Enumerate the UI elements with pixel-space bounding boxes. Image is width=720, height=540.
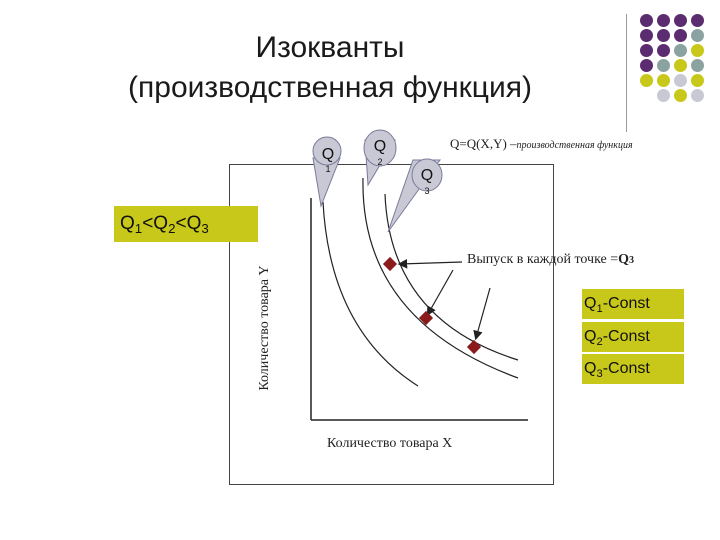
output-q: Q (618, 252, 630, 267)
decor-dot (640, 14, 653, 27)
decor-dot (657, 44, 670, 57)
callout-q2-letter: Q (373, 138, 387, 155)
decor-dot (640, 74, 653, 87)
const-q2-text: -Const (602, 328, 650, 345)
function-description: производственная функция (516, 140, 633, 151)
const-q2-sub: 2 (596, 336, 603, 348)
arrow-point-2 (426, 269, 454, 317)
callout-q2-sub: 2 (377, 157, 383, 167)
decor-dot (691, 89, 704, 102)
x-axis-label: Количество товара X (327, 436, 453, 451)
isoquant-point-1 (382, 256, 398, 272)
decor-dot (657, 74, 670, 87)
ineq-q2: <Q (142, 213, 169, 234)
ineq-q1: Q (120, 213, 135, 234)
callout-q1-bubble (312, 136, 342, 166)
output-sub: 3 (629, 255, 635, 266)
ineq-q3: <Q (175, 213, 202, 234)
decor-dot (657, 29, 670, 42)
decor-dot (657, 89, 670, 102)
const-q1-letter: Q (584, 295, 597, 312)
isoquant-q3-curve (384, 193, 519, 361)
callout-q3-bubble (411, 158, 443, 192)
production-function-label: Q=Q(X,Y) –производственная функция (450, 136, 633, 152)
decor-dot (674, 89, 687, 102)
decor-divider (626, 14, 627, 132)
decor-dot (640, 44, 653, 57)
const-box-q1: Q1-Const (582, 289, 684, 319)
decor-dot (674, 14, 687, 27)
const-box-q3: Q3-Const (582, 354, 684, 384)
const-q3-letter: Q (584, 360, 597, 377)
const-q3-sub: 3 (596, 368, 603, 380)
callout-q1-sub: 1 (325, 164, 331, 174)
decor-dot (691, 14, 704, 27)
title-line-2: (производственная функция) (128, 71, 532, 104)
const-q1-text: -Const (602, 295, 650, 312)
decor-dot (674, 29, 687, 42)
chart-frame (229, 164, 554, 485)
arrow-point-3 (473, 287, 491, 341)
decor-dot (691, 44, 704, 57)
callout-q3-letter: Q (420, 167, 434, 184)
callout-q1-letter: Q (321, 146, 335, 163)
callout-q3-sub: 3 (424, 186, 430, 196)
decor-dot (674, 44, 687, 57)
y-axis-label: Количество товара Y (257, 265, 272, 391)
arrow-point-1 (397, 258, 463, 269)
ineq-sub1: 1 (134, 221, 143, 236)
ineq-sub2: 2 (168, 221, 176, 236)
decor-dot (691, 59, 704, 72)
decor-dot (691, 74, 704, 87)
function-formula: Q=Q(X,Y) – (450, 136, 517, 151)
ineq-sub3: 3 (201, 221, 209, 236)
decor-dot (657, 59, 670, 72)
decor-dot-grid (640, 14, 720, 104)
callout-q2-bubble (363, 129, 397, 167)
isoquant-point-3 (466, 339, 482, 355)
decor-dot (640, 59, 653, 72)
output-label: Выпуск в каждой точке =Q3 (467, 252, 634, 268)
const-q1-sub: 1 (596, 303, 603, 315)
decor-dot (640, 29, 653, 42)
decor-dot (674, 59, 687, 72)
output-text: Выпуск в каждой точке = (467, 252, 619, 267)
slide-title: Изокванты (производственная функция) (60, 28, 600, 108)
decor-dot (691, 29, 704, 42)
isoquant-q2-curve (362, 177, 519, 379)
decor-dot (674, 74, 687, 87)
const-q3-text: -Const (602, 360, 650, 377)
title-line-1: Изокванты (255, 31, 405, 64)
const-q2-letter: Q (584, 328, 597, 345)
inequality-box: Q1<Q2<Q3 (114, 206, 258, 242)
const-box-q2: Q2-Const (582, 322, 684, 352)
isoquant-point-2 (418, 310, 434, 326)
decor-dot (657, 14, 670, 27)
isoquant-q1-curve (322, 201, 419, 387)
